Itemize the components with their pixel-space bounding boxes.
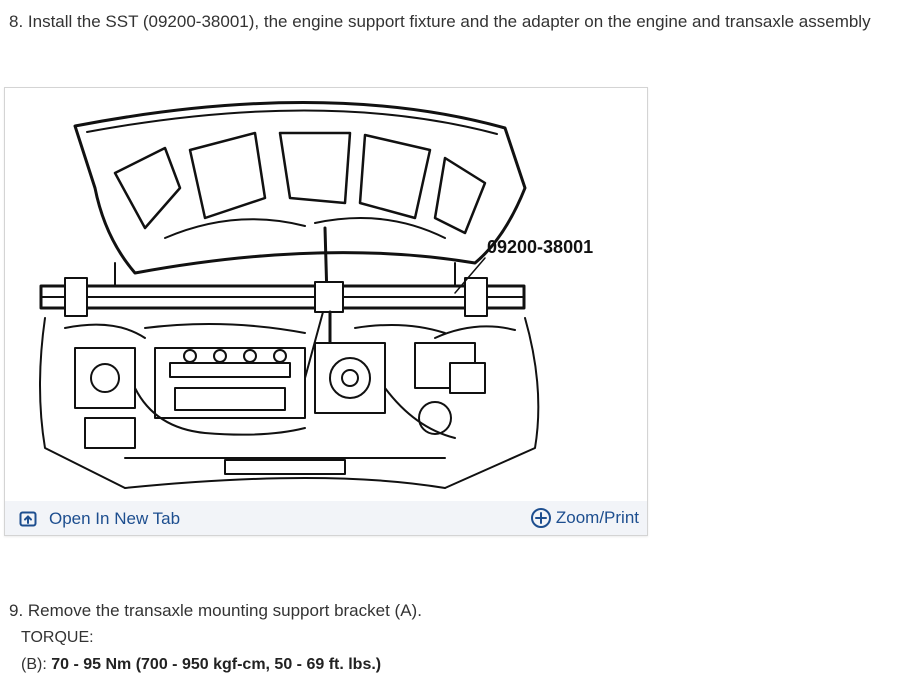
torque-prefix: (B): <box>21 656 52 673</box>
torque-spec: (B): 70 - 95 Nm (700 - 950 kgf-cm, 50 - … <box>21 655 381 675</box>
step-9-instruction: 9. Remove the transaxle mounting support… <box>9 601 422 620</box>
step-8-instruction: 8. Install the SST (09200-38001), the en… <box>9 12 871 31</box>
zoom-plus-icon <box>530 508 551 528</box>
engine-support-fixture-illustration[interactable]: 09200-38001 <box>5 88 647 501</box>
open-in-new-tab-link[interactable]: Open In New Tab <box>19 509 180 529</box>
part-number-callout: 09200-38001 <box>487 237 593 257</box>
torque-value: 70 - 95 Nm (700 - 950 kgf-cm, 50 - 69 ft… <box>51 656 382 673</box>
open-in-new-tab-label: Open In New Tab <box>49 509 181 528</box>
zoom-print-link[interactable]: Zoom/Print <box>530 507 639 529</box>
torque-label: TORQUE: <box>21 629 94 646</box>
figure-container: 09200-38001 Open In New Tab Zoom/Print <box>4 87 648 536</box>
open-in-new-tab-icon <box>19 511 37 527</box>
figure-toolbar: Open In New Tab Zoom/Print <box>5 501 647 535</box>
zoom-print-label: Zoom/Print <box>555 508 639 527</box>
